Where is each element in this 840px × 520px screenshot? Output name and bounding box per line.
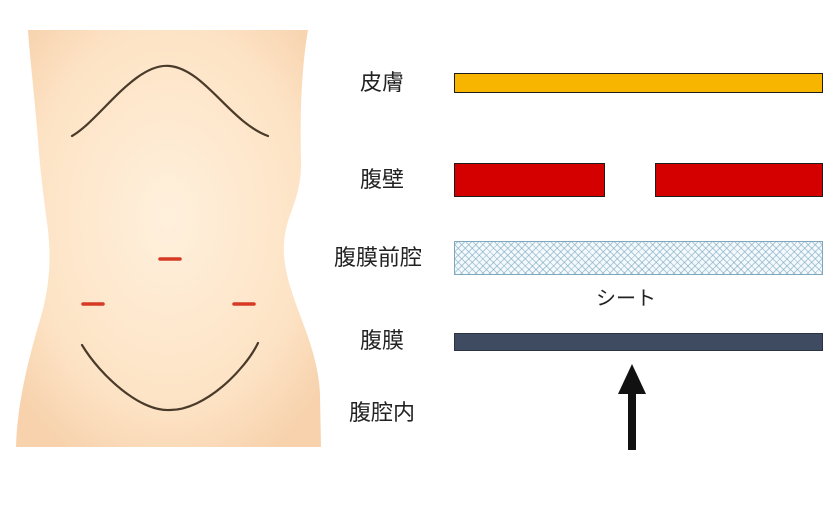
lower-abdomen-line <box>80 341 260 412</box>
label-preperitoneal-space: 腹膜前腔 <box>334 246 423 271</box>
arrow-up-icon <box>618 364 646 450</box>
mesh-sheet-bar <box>454 241 823 275</box>
skin-layer-bar <box>454 73 823 93</box>
abdominal-wall-bar-left <box>454 163 605 197</box>
label-sheet: シート <box>596 286 656 310</box>
label-abdominal-wall: 腹壁 <box>360 168 405 193</box>
label-abdominal-cavity: 腹腔内 <box>349 401 416 426</box>
torso-body <box>16 30 321 447</box>
torso-illustration <box>16 30 321 447</box>
abdominal-wall-bar-right <box>655 163 823 197</box>
peritoneum-bar <box>454 333 823 351</box>
label-skin: 皮膚 <box>360 71 405 96</box>
rib-line <box>70 64 270 138</box>
label-peritoneum: 腹膜 <box>360 329 405 354</box>
